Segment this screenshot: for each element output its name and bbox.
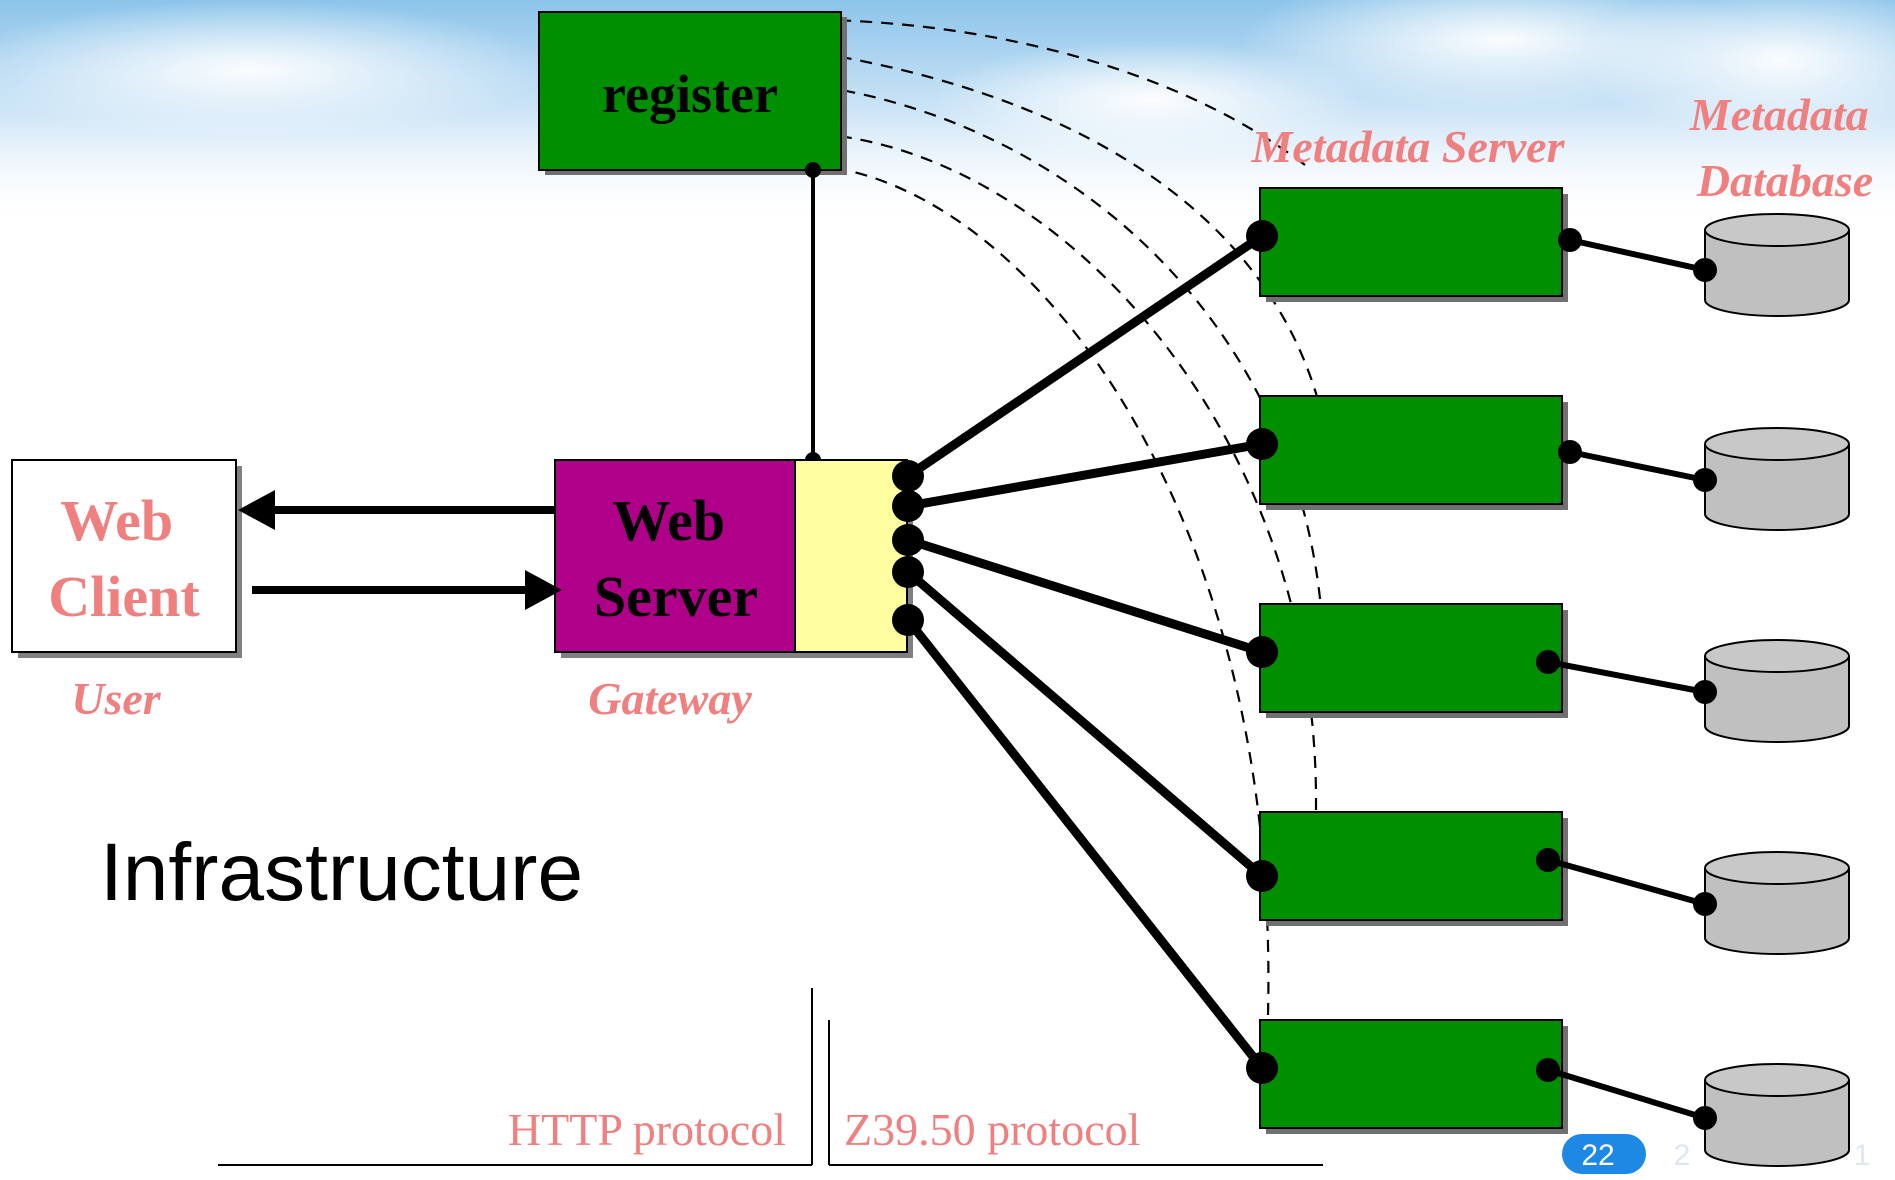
- z3950-connections: [904, 232, 1266, 1071]
- metadata-server-box: [1259, 1019, 1568, 1134]
- arrow-to-client-icon: [238, 490, 275, 530]
- caption-gateway: Gateway: [588, 673, 752, 724]
- metadata-server-box: [1259, 395, 1568, 510]
- web-client-node: Web Client: [11, 459, 242, 658]
- metadata-servers: [1259, 187, 1568, 1134]
- z3950-link: [905, 232, 1265, 480]
- protocol-dividers: [218, 988, 1323, 1166]
- z3950-link: [906, 535, 1264, 657]
- database-cylinder-icon: [1704, 427, 1850, 531]
- z3950-link: [907, 439, 1263, 511]
- database-cylinder-icon: [1704, 213, 1850, 317]
- database-cylinder-icon: [1704, 1063, 1850, 1167]
- metadata-server-box: [1259, 603, 1568, 718]
- caption-user: User: [71, 673, 162, 724]
- database-cylinder-icon: [1704, 639, 1850, 743]
- metadata-server-box: [1259, 187, 1568, 302]
- web-client-label: Web Client: [48, 488, 200, 629]
- http-protocol-label: HTTP protocol: [508, 1104, 786, 1155]
- arrow-to-server-icon: [525, 570, 562, 610]
- page-number-badge: 22 2 1: [1562, 1134, 1870, 1174]
- database-cylinder-icon: [1704, 851, 1850, 955]
- z3950-link: [904, 617, 1266, 1071]
- caption-metadata-server: Metadata Server: [1250, 121, 1565, 172]
- client-server-arrows: [238, 490, 562, 610]
- web-server-node: Web Server: [554, 459, 913, 658]
- registration-curve: [818, 46, 1320, 401]
- register-node: register: [538, 11, 847, 175]
- z3950-link: [905, 568, 1265, 880]
- registration-curve: [819, 12, 1306, 166]
- connection-dots: [892, 220, 1278, 1084]
- registration-curve: [818, 127, 1318, 811]
- slide-title: Infrastructure: [100, 827, 583, 918]
- registration-curve: [818, 158, 1270, 1016]
- page-number-faded: 1: [1854, 1139, 1871, 1172]
- page-number: 22: [1581, 1139, 1614, 1172]
- register-label: register: [602, 64, 778, 124]
- web-server-label: Web Server: [594, 488, 758, 629]
- metadata-server-box: [1259, 811, 1568, 926]
- metadata-databases: [1704, 213, 1850, 1167]
- z3950-protocol-label: Z39.50 protocol: [844, 1104, 1140, 1155]
- sky-background: [0, 0, 1895, 230]
- database-links: [1547, 237, 1706, 1121]
- registration-curves: [818, 12, 1324, 1016]
- gateway-port: [794, 459, 908, 653]
- page-number-trailing: 2: [1674, 1139, 1691, 1172]
- registration-curve: [818, 79, 1324, 621]
- caption-metadata-database: Metadata Database: [1689, 89, 1880, 206]
